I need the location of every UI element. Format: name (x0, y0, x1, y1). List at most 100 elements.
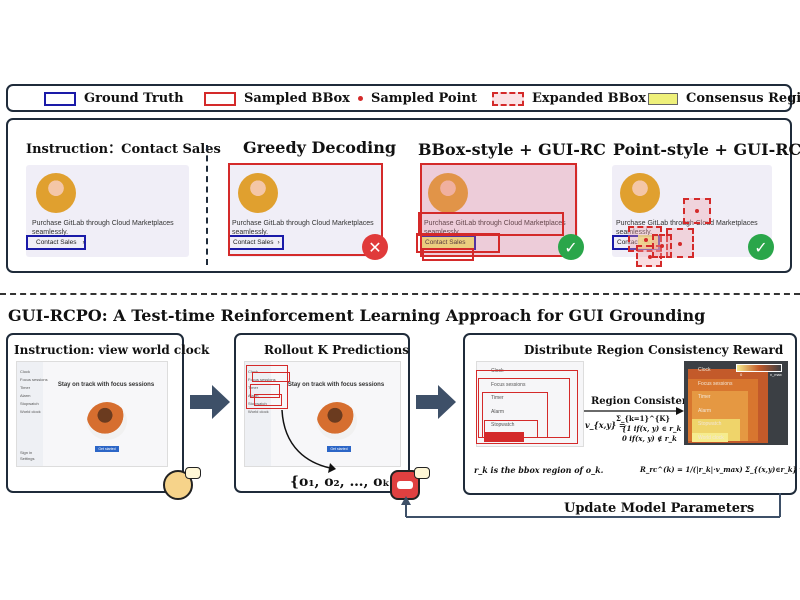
legend-ground-truth-label: Ground Truth (84, 91, 184, 106)
legend-expanded-bbox: Expanded BBox (492, 91, 646, 106)
panel1-heading: Instruction: view world clock (14, 343, 210, 357)
sidebar-item-timer[interactable]: Timer (20, 385, 31, 390)
region-consistency-label: Region Consistency (591, 396, 701, 407)
heat-cell-max (692, 433, 728, 442)
prediction-bbox (254, 394, 282, 406)
prediction-bbox (250, 384, 280, 398)
sidebar-item-world-clock[interactable]: World clock (20, 409, 41, 414)
sampled-point-dot (358, 96, 363, 101)
arrow-right-icon (416, 385, 456, 419)
heat-label-focus: Focus sessions (698, 380, 733, 387)
heat-min-label: 0 (740, 372, 743, 377)
sidebar-item-alarm[interactable]: Alarm (248, 393, 259, 398)
sampled-bbox-text (418, 212, 564, 236)
contact-sales-button[interactable]: Contact Sales › (26, 235, 86, 250)
legend-consensus-region: Consensus Region (648, 91, 800, 106)
section-divider (0, 293, 800, 295)
ui-card: Purchase GitLab through Cloud Marketplac… (26, 165, 189, 257)
prediction-bbox (246, 365, 288, 409)
speech-bubble-icon (185, 467, 201, 479)
contact-sales-label: Contact Sales (36, 239, 77, 246)
contact-sales-label: Contact Sales (425, 239, 466, 246)
arrow-right-icon (584, 407, 684, 415)
bbox-style-heading: BBox-style + GUI-RC (418, 140, 606, 159)
check-icon: ✓ (558, 234, 584, 260)
heat-label-alarm: Alarm (698, 407, 712, 414)
sidebar-item-stopwatch[interactable]: Stopwatch (491, 422, 515, 428)
sidebar-bottom: Sign in Settings (20, 450, 34, 462)
get-started-button[interactable]: Get started (327, 446, 351, 452)
legend-sampled-bbox: Sampled BBox (204, 91, 350, 106)
feedback-arrow (401, 493, 781, 518)
formula-case-0: 0 if(x, y) ∉ r_k (622, 434, 677, 443)
greedy-heading: Greedy Decoding (243, 138, 397, 157)
card-text: Purchase GitLab through Cloud Marketplac… (32, 220, 174, 236)
heat-label-world-clock: World clock (698, 434, 724, 441)
sidebar-item-timer[interactable]: Timer (491, 395, 504, 401)
update-label: Update Model Parameters (564, 501, 755, 516)
formula-sum: Σ_{k=1}^{K} (616, 414, 670, 423)
heat-max-label: v_max (770, 372, 782, 377)
sidebar-item-clock[interactable]: Clock (248, 369, 259, 374)
ground-truth-swatch (44, 91, 76, 106)
curved-arrow-icon (281, 409, 336, 473)
sidebar-item-timer[interactable]: Timer (248, 385, 259, 390)
ui-card-greedy: Purchase GitLab through Cloud Marketplac… (228, 165, 383, 257)
sampled-bbox-greedy (228, 163, 383, 256)
screen-heading: Stay on track with focus sessions (57, 382, 155, 388)
avatar (620, 173, 660, 213)
sidebar-item-stopwatch[interactable]: Stopwatch (248, 401, 267, 406)
sampled-bbox-button-2 (422, 248, 474, 261)
heat-label-stopwatch: Stopwatch (698, 421, 722, 427)
speech-bubble-icon (414, 467, 430, 479)
sampled-point (644, 238, 648, 242)
legend-sampled-bbox-label: Sampled BBox (244, 91, 350, 106)
sidebar-settings[interactable]: Settings (20, 456, 35, 461)
sidebar-item-alarm[interactable]: Alarm (20, 393, 31, 398)
clock-app-screenshot: Clock Focus sessions Timer Alarm Stopwat… (16, 361, 168, 467)
chevron-right-icon: › (277, 239, 280, 246)
sampled-point (695, 209, 699, 213)
panel2-heading: Rollout K Predictions (264, 343, 409, 357)
sampled-point (678, 242, 682, 246)
app-sidebar (245, 362, 271, 466)
illustration (87, 402, 127, 440)
panel3-heading: Distribute Region Consistency Reward (524, 343, 784, 357)
sidebar-item-alarm[interactable]: Alarm (491, 408, 505, 415)
get-started-button[interactable]: Get started (95, 446, 119, 452)
chevron-right-icon: › (82, 239, 85, 246)
sidebar-item-clock[interactable]: Clock (491, 368, 504, 374)
heat-label-timer: Timer (698, 394, 711, 400)
predictions-set: {o₁, o₂, …, oₖ} (290, 474, 399, 490)
world-clock-highlight (484, 432, 524, 442)
sampled-bbox-swatch (204, 91, 236, 106)
card-text: Purchase GitLab through Cloud Marketplac… (232, 220, 374, 236)
card-text: Purchase GitLab through Cloud Marketplac… (424, 220, 566, 236)
instruction-heading: Instruction：Contact Sales (26, 142, 221, 157)
screen-heading: Stay on track with focus sessions (287, 382, 385, 388)
contact-sales-label: Contact Sales (233, 239, 274, 246)
sidebar-item-stopwatch[interactable]: Stopwatch (20, 401, 39, 406)
contact-sales-label: Contact Sales (617, 239, 657, 246)
app-sidebar (17, 362, 43, 466)
sampled-point (660, 244, 664, 248)
formula-case-1: {1 if(x, y) ∈ r_k (622, 424, 682, 433)
sidebar-item-focus[interactable]: Focus sessions (20, 377, 48, 382)
heat-label-clock: Clock (698, 367, 711, 373)
sidebar-sign-in[interactable]: Sign in (20, 450, 33, 455)
sidebar-item-world-clock[interactable]: World clock (248, 409, 269, 414)
sampled-bbox-button-1 (416, 233, 500, 253)
arrow-right-icon (190, 385, 230, 419)
sampled-bbox-large (420, 163, 577, 257)
prediction-bbox (252, 372, 290, 382)
avatar (238, 173, 278, 213)
section-title: GUI-RCPO: A Test-time Reinforcement Lear… (8, 306, 706, 325)
sidebar-list: Clock Focus sessions Timer Alarm Stopwat… (20, 368, 48, 416)
sampled-point (648, 255, 652, 259)
sidebar-item-focus[interactable]: Focus sessions (248, 377, 276, 382)
rk-note: r_k is the bbox region of o_k. (474, 465, 604, 475)
sidebar-item-clock[interactable]: Clock (20, 369, 31, 374)
sidebar-item-focus[interactable]: Focus sessions (491, 381, 526, 388)
legend-ground-truth: Ground Truth (44, 91, 184, 106)
sidebar-list: Clock Focus sessions Timer Alarm Stopwat… (248, 368, 276, 416)
